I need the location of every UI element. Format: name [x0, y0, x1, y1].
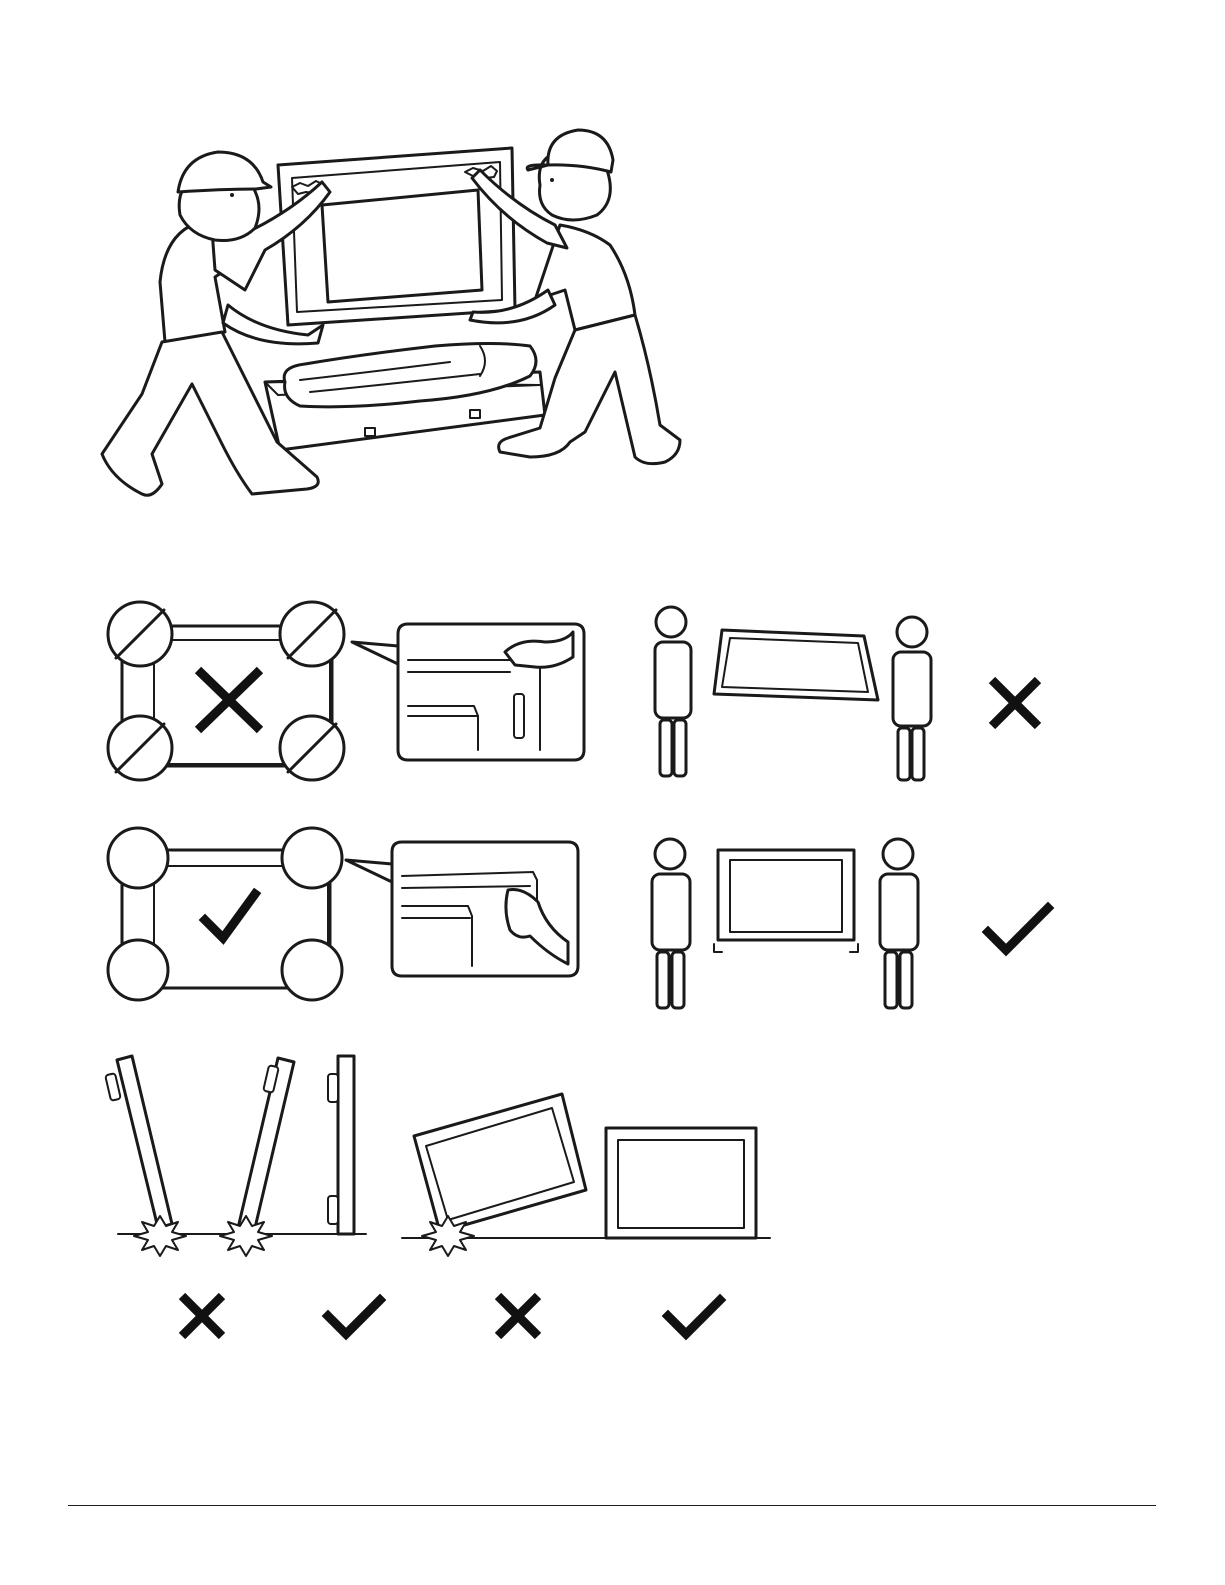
- placing-side-view-illustration: [105, 1056, 380, 1336]
- holding-handles-right-illustration: [108, 828, 578, 1000]
- detail-callout: [346, 842, 578, 976]
- shipping-box: [265, 344, 545, 451]
- footer-rule: [68, 1505, 1156, 1506]
- holding-corners-wrong-illustration: [108, 602, 584, 780]
- placing-front-view-illustration: [402, 1094, 770, 1336]
- carry-tilted-wrong-illustration: [655, 607, 1038, 780]
- carry-level-right-illustration: [652, 839, 1048, 1008]
- two-people-unpacking-illustration: [102, 130, 680, 495]
- detail-callout: [352, 624, 584, 760]
